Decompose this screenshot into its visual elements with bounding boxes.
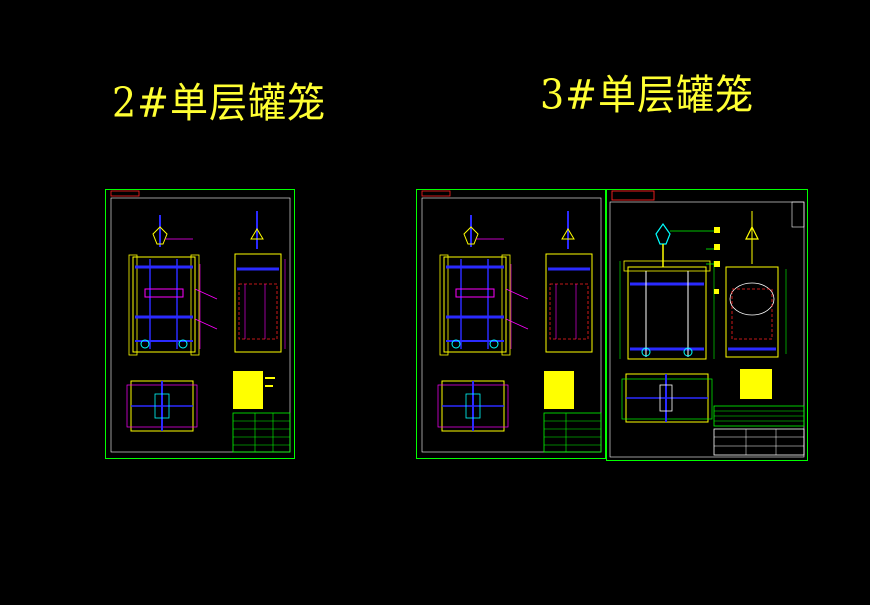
cage-3-drawing-sheet-a	[416, 189, 606, 459]
cage-3-drawing-sheet-b	[606, 189, 808, 461]
front-view	[439, 215, 529, 356]
plan-view	[621, 373, 713, 423]
plan-view	[126, 380, 198, 432]
cage-3-title: 3#单层罐笼	[540, 71, 755, 119]
side-view	[545, 211, 593, 353]
front-view	[619, 222, 720, 360]
front-view	[128, 215, 218, 356]
cage-2-drawing-sheet	[105, 189, 295, 459]
plan-view	[437, 380, 509, 432]
side-view	[725, 211, 787, 358]
cage-2-title: 2#单层罐笼	[112, 79, 327, 127]
side-view	[234, 211, 286, 353]
